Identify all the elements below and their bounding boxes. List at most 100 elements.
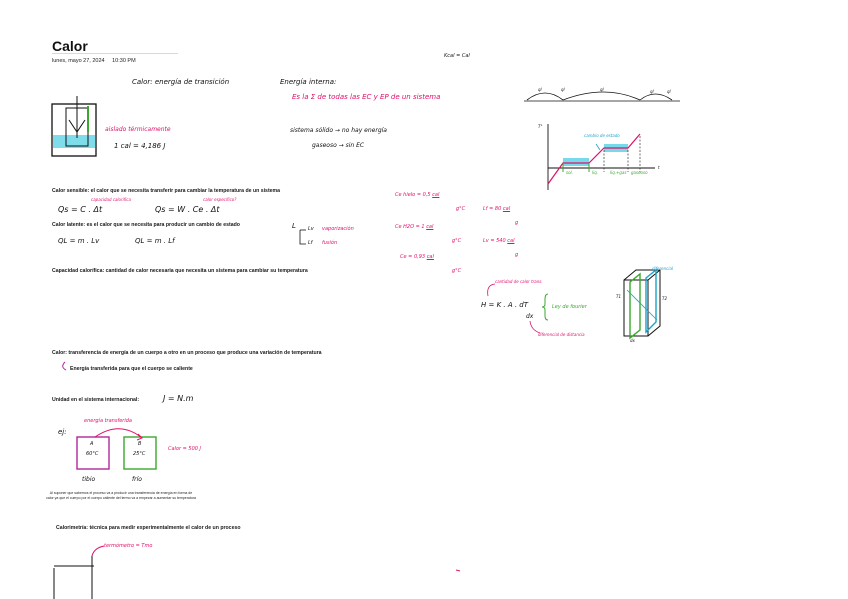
lf-unit: cal xyxy=(502,206,511,212)
aislado-label: aislado térmicamente xyxy=(105,126,171,133)
example-ej: ej: xyxy=(58,428,67,436)
fourier-formula: H = K . A . dT xyxy=(481,301,529,309)
ce-hielo-value: 0,5 xyxy=(422,192,431,198)
graph-bottom-1: sol. xyxy=(566,170,573,175)
beaker-drawing xyxy=(51,96,97,157)
latent-lv: Lv xyxy=(308,226,314,232)
arc-label-3: ql xyxy=(600,87,604,92)
ce-h2o-unit: cal xyxy=(426,224,434,230)
solido-note: sistema sólido → no hay energía xyxy=(290,127,387,134)
fourier-cube xyxy=(623,268,661,340)
energia-interna: Energía interna: xyxy=(280,78,337,86)
arc-label-4: ql xyxy=(650,89,654,94)
box-b-temp: 25°C xyxy=(133,451,146,457)
example-arrow-label: energía transferida xyxy=(84,418,132,424)
calor-latente-text: Calor latente: es el calor que se necesi… xyxy=(52,222,240,228)
ce-hielo-unit: cal xyxy=(432,192,440,198)
lv-value: Lv = 540 cal xyxy=(483,238,514,244)
header-note: Kcal = Cal xyxy=(444,53,470,59)
sensible-formula-1: Qs = C . Δt xyxy=(58,205,103,214)
graph-axis-x: t xyxy=(658,165,660,170)
cube-dx: dx xyxy=(630,338,635,343)
lv-label: Lv = xyxy=(483,238,495,244)
calor-transfer-text: Calor: transferencia de energía de un cu… xyxy=(52,350,322,356)
ce-other-unit: cal xyxy=(426,254,434,260)
ce-h2o-value: 1 xyxy=(421,224,425,230)
box-b-label: B xyxy=(138,441,142,447)
sensible-formula-2: Qs = W . Ce . Δt xyxy=(155,205,220,214)
graph-axis-y: T° xyxy=(538,124,543,129)
page-date: lunes, mayo 27, 2024 10:30 PM xyxy=(52,58,142,64)
lv-num: 540 xyxy=(496,238,506,244)
fourier-bracket xyxy=(541,293,549,321)
page-title: Calor xyxy=(52,38,88,54)
lf-label: Lf = xyxy=(483,206,494,212)
cube-t1: T1 xyxy=(616,294,621,299)
state-arcs xyxy=(524,91,680,102)
sensible-note-2: calor específico? xyxy=(203,197,237,202)
ce-other-label: Ce = xyxy=(400,254,413,260)
termometro-label: termómetro = Tmo xyxy=(104,543,153,549)
unidad-text: Unidad en el sistema internacional: xyxy=(52,397,140,403)
latent-lv-label: vaporización xyxy=(322,226,354,232)
fourier-note-bottom-arrow xyxy=(529,320,541,334)
energia-interna-detail: Es la Σ de todas las EC y EP de un siste… xyxy=(292,93,441,101)
fourier-note-top: cantidad de calor trans. xyxy=(495,279,543,284)
graph-bottom-3: liq.+gas xyxy=(610,170,627,175)
ce-hielo-den: g°C xyxy=(456,206,466,212)
calor-sensible-text: Calor sensible: el calor que se necesita… xyxy=(52,188,281,194)
cube-note: diferencial xyxy=(652,266,674,271)
lf-den: g xyxy=(515,220,519,226)
lv-den: g xyxy=(515,252,519,258)
example-boxes xyxy=(76,428,157,470)
latent-lf: Lf xyxy=(308,240,313,246)
arc-label-5: ql xyxy=(667,89,671,94)
time-text: 10:30 PM xyxy=(112,58,136,64)
ce-hielo: Ce hielo = 0,5 cal xyxy=(395,192,439,198)
date-text: lunes, mayo 27, 2024 xyxy=(52,58,105,64)
example-frio: frío xyxy=(132,476,142,483)
example-tibio: tibio xyxy=(82,476,96,483)
ce-h2o-label: Ce H2O = xyxy=(395,224,420,230)
graph-bottom-2: liq. xyxy=(592,170,599,175)
subtext-arrow xyxy=(62,361,67,371)
fourier-note-bottom: diferencial de distancia xyxy=(538,332,585,337)
box-a-label: A xyxy=(90,441,94,447)
lv-unit: cal xyxy=(507,238,515,244)
lf-num: 80 xyxy=(494,206,502,212)
box-a-temp: 60°C xyxy=(86,451,99,457)
fourier-label: Ley de fourier xyxy=(552,304,587,310)
example-calor: Calor = 500 J xyxy=(168,446,202,452)
latent-L: L xyxy=(292,222,296,230)
arc-label-1: ql xyxy=(538,87,542,92)
latent-lf-label: fusión xyxy=(322,240,338,246)
calor-transfer-subtext: Energía transferida para que el cuerpo s… xyxy=(70,366,193,372)
cube-t2: T2 xyxy=(662,296,667,301)
cal-equivalence: 1 cal = 4,186 J xyxy=(114,142,166,150)
capacidad-text: Capacidad calorífica: cantidad de calor … xyxy=(52,268,308,274)
latente-formula-2: QL = m . Lf xyxy=(135,237,175,245)
title-divider xyxy=(52,53,178,54)
ce-h2o: Ce H2O = 1 cal xyxy=(395,224,433,230)
graph-bottom-4: gaseoso xyxy=(631,170,648,175)
ce-other-value: 0,93 xyxy=(413,254,426,260)
fourier-note-top-arrow xyxy=(487,283,496,297)
calor-def: Calor: energía de transición xyxy=(132,78,230,86)
lf-value: Lf = 80 cal xyxy=(483,206,510,212)
calorimetry-sketch xyxy=(53,545,461,599)
ce-other: Ce = 0,93 cal xyxy=(400,254,434,260)
latent-bracket xyxy=(299,229,306,245)
example-note: Al suponer que sabemos el proceso va a p… xyxy=(46,491,196,500)
calorimetria-text: Calorimetría: técnica para medir experim… xyxy=(56,525,241,531)
ce-other-den: g°C xyxy=(452,268,462,274)
sensible-note-1: capacidad calorífica xyxy=(91,197,131,202)
latente-formula-1: QL = m . Lv xyxy=(58,237,100,245)
ce-hielo-label: Ce hielo = xyxy=(395,192,422,198)
graph-cambio-estado: cambio de estado xyxy=(584,133,620,138)
fourier-den: dx xyxy=(526,313,534,320)
phase-graph xyxy=(547,124,655,190)
ce-h2o-den: g°C xyxy=(452,238,462,244)
gaseoso-note: gaseoso → sin EC xyxy=(312,142,365,149)
unidad-formula: J = N.m xyxy=(163,394,194,403)
